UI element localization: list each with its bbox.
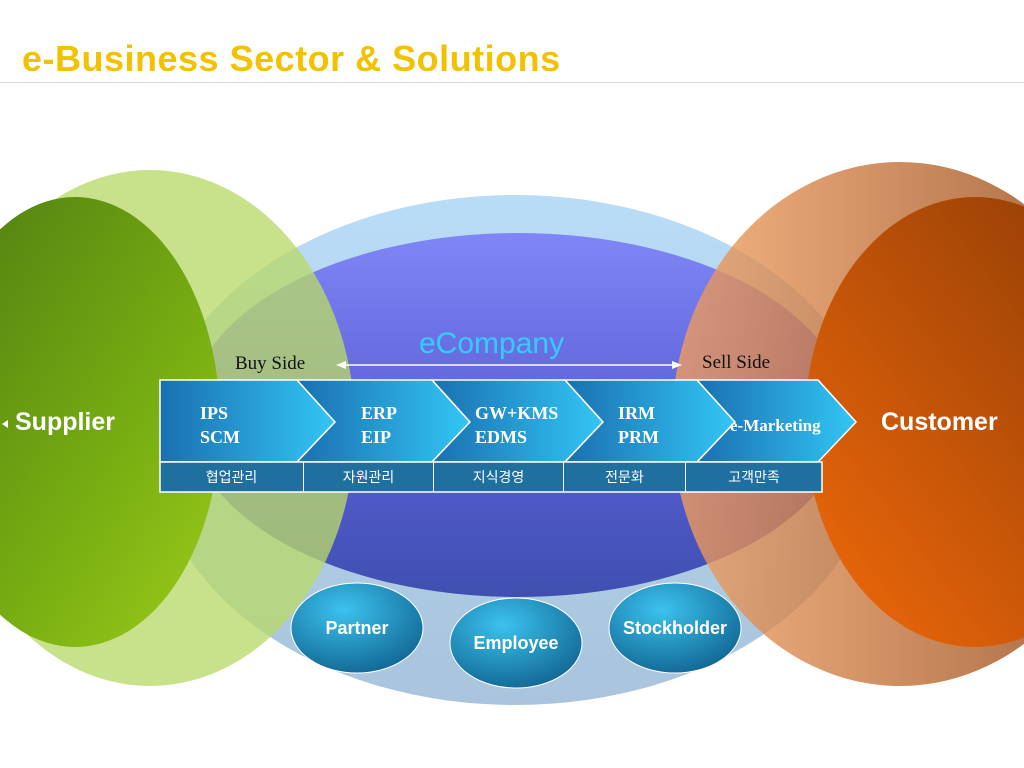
- partner-label: Partner: [325, 618, 389, 638]
- stockholder-label: Stockholder: [622, 618, 728, 638]
- employee-label: Employee: [473, 633, 559, 653]
- stockholder-bubble: [608, 582, 742, 674]
- chevron-line2: PRM: [618, 427, 659, 447]
- chevron-erp-eip-text: ERP EIP: [361, 401, 397, 449]
- sub-cell-resource: 자원관리: [304, 462, 434, 492]
- chevron-line1: e-Marketing: [730, 416, 821, 435]
- customer-circle: [805, 197, 1024, 647]
- sell-side-label: Sell Side: [702, 352, 771, 373]
- supplier-circle: [0, 197, 220, 647]
- sub-cell-knowledge: 지식경영: [434, 462, 564, 492]
- sub-cell-customer-satisfaction: 고객만족: [728, 470, 780, 486]
- chevron-irm-prm-text: IRM PRM: [618, 401, 659, 449]
- chevron-line2: SCM: [200, 427, 240, 447]
- page-title: e-Business Sector & Solutions: [22, 38, 561, 79]
- chevron-line1: IRM: [618, 403, 655, 423]
- chevron-line1: GW+KMS: [475, 403, 559, 423]
- supplier-arrow-tip: [2, 420, 8, 428]
- chevron-line1: IPS: [200, 403, 229, 423]
- buy-side-label: Buy Side: [235, 353, 306, 374]
- customer-label: Customer: [881, 408, 998, 436]
- ecompany-label: eCompany: [419, 327, 565, 360]
- chevron-gw-kms-text: GW+KMS EDMS: [475, 401, 558, 449]
- sub-cell-collaboration: 협업관리: [160, 462, 304, 492]
- chevron-line2: EDMS: [475, 427, 528, 447]
- sub-category-bar: [159, 461, 823, 493]
- chevron-ips-scm-text: IPS SCM: [200, 401, 240, 449]
- chevron-line2: EIP: [361, 427, 392, 447]
- chevron-line1: ERP: [361, 403, 397, 423]
- title-divider: [0, 82, 1024, 83]
- arrow-head-left: [336, 361, 346, 369]
- sub-cell-specialization: 전문화: [564, 462, 686, 492]
- arrow-head-right: [672, 361, 682, 369]
- supplier-label: Supplier: [15, 408, 116, 436]
- partner-bubble: [290, 582, 424, 674]
- employee-bubble: [449, 597, 583, 689]
- chevron-e-marketing-text: e-Marketing: [730, 414, 821, 438]
